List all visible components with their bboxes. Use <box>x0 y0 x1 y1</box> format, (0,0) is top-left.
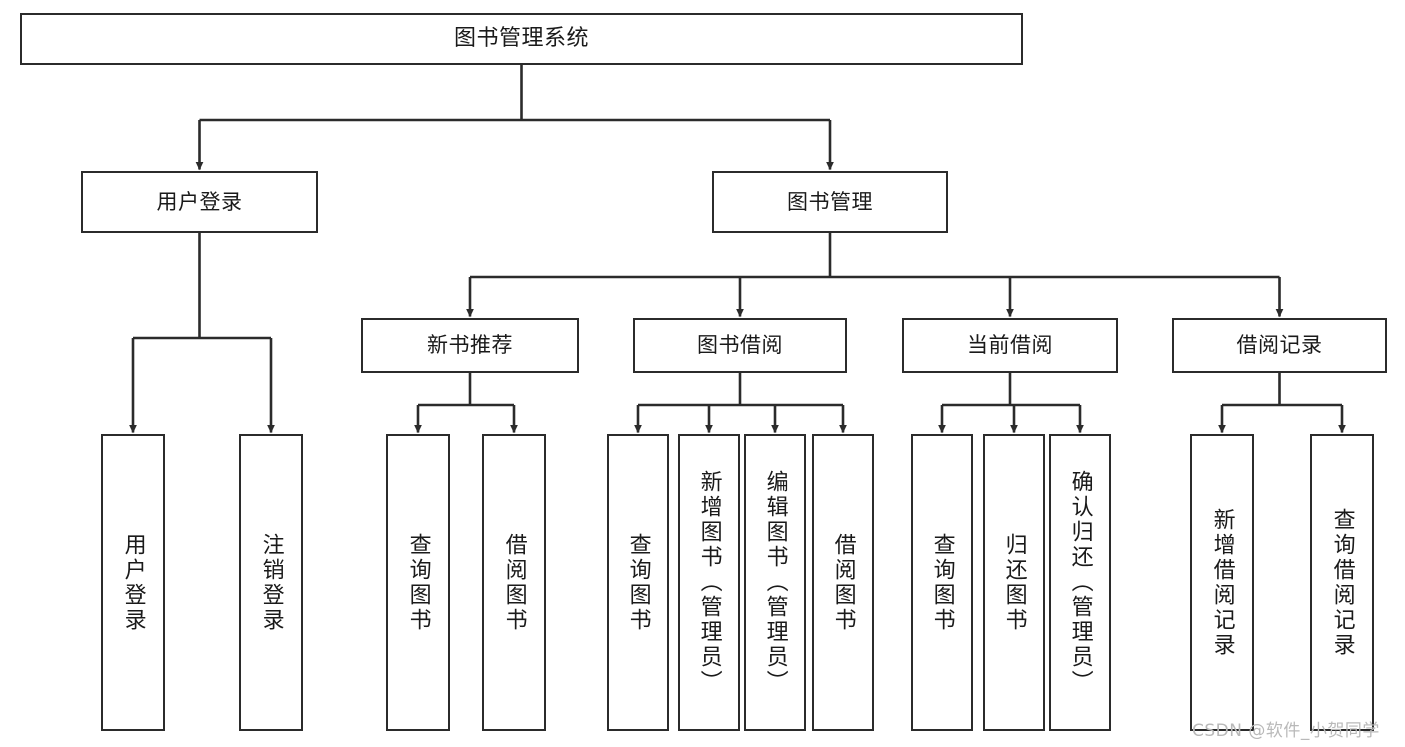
node-leaf-br-add[interactable]: 新增借阅记录 <box>1190 434 1254 731</box>
node-user-login[interactable]: 用户登录 <box>81 171 318 233</box>
node-book-manage[interactable]: 图书管理 <box>712 171 948 233</box>
node-label: 图书管理系统 <box>453 26 589 52</box>
node-leaf-bb-edit[interactable]: 编辑图书（管理员） <box>744 434 806 731</box>
node-leaf-bb-add[interactable]: 新增图书（管理员） <box>678 434 740 731</box>
node-label: 图书借阅 <box>697 333 783 358</box>
node-borrow-record[interactable]: 借阅记录 <box>1172 318 1387 373</box>
node-label: 确认归还（管理员） <box>1067 470 1093 695</box>
node-leaf-cb-return[interactable]: 归还图书 <box>983 434 1045 731</box>
node-label: 查询图书 <box>405 532 431 633</box>
node-label: 新增图书（管理员） <box>696 470 722 695</box>
node-label: 用户登录 <box>156 189 243 214</box>
node-leaf-br-query[interactable]: 查询借阅记录 <box>1310 434 1374 731</box>
watermark-text: CSDN @软件_小贺同学 <box>1192 721 1380 741</box>
node-label: 借阅图书 <box>501 532 527 633</box>
node-label: 查询图书 <box>625 532 651 633</box>
node-label: 图书管理 <box>787 189 873 214</box>
node-new-book-rec[interactable]: 新书推荐 <box>361 318 579 373</box>
node-leaf-rec-query[interactable]: 查询图书 <box>386 434 450 731</box>
node-book-borrow[interactable]: 图书借阅 <box>633 318 847 373</box>
edge-paths <box>129 65 1346 434</box>
node-leaf-user-login[interactable]: 用户登录 <box>101 434 165 731</box>
node-leaf-cb-confirm[interactable]: 确认归还（管理员） <box>1049 434 1111 731</box>
node-label: 编辑图书（管理员） <box>762 470 788 695</box>
node-label: 借阅记录 <box>1236 333 1323 358</box>
node-label: 注销登录 <box>258 532 284 633</box>
node-label: 借阅图书 <box>830 532 856 633</box>
node-leaf-bb-query[interactable]: 查询图书 <box>607 434 669 731</box>
node-label: 查询借阅记录 <box>1329 507 1355 658</box>
node-label: 当前借阅 <box>967 333 1053 358</box>
node-root[interactable]: 图书管理系统 <box>20 13 1023 65</box>
node-leaf-user-logout[interactable]: 注销登录 <box>239 434 303 731</box>
node-label: 归还图书 <box>1001 532 1027 633</box>
node-leaf-rec-borrow[interactable]: 借阅图书 <box>482 434 546 731</box>
node-leaf-cb-query[interactable]: 查询图书 <box>911 434 973 731</box>
node-leaf-bb-borrow[interactable]: 借阅图书 <box>812 434 874 731</box>
node-label: 新书推荐 <box>427 333 513 358</box>
node-label: 查询图书 <box>929 532 955 633</box>
node-current-borrow[interactable]: 当前借阅 <box>902 318 1118 373</box>
node-label: 新增借阅记录 <box>1209 507 1235 658</box>
node-label: 用户登录 <box>120 532 146 633</box>
